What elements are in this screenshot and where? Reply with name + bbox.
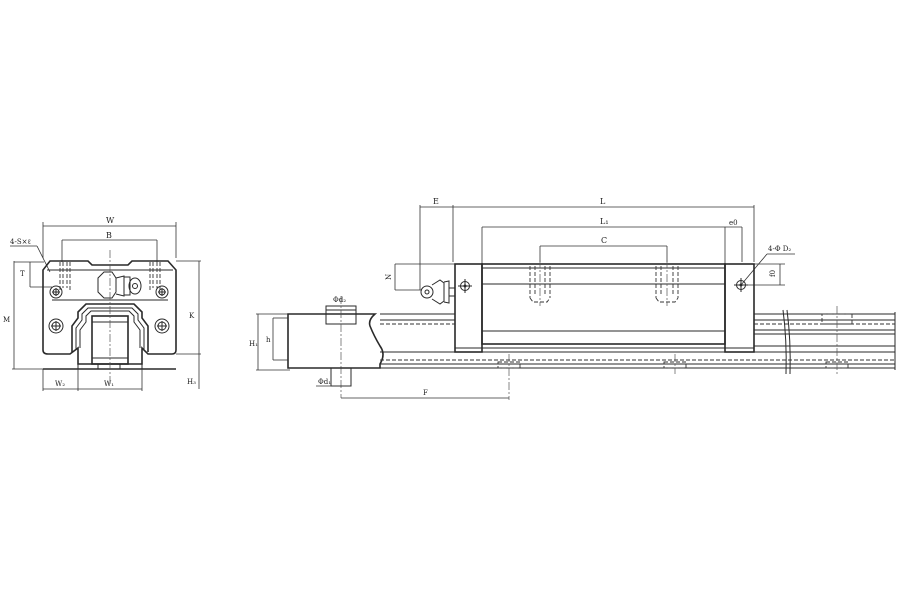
- label-L1: L₁: [600, 217, 609, 226]
- dim-H1-h: H₁ h: [249, 313, 290, 371]
- grease-nipple-side: [420, 279, 455, 305]
- side-view: E L L₁ e0 C: [249, 197, 896, 400]
- screw-icon: [48, 318, 64, 334]
- tapped-hole-left: [59, 262, 71, 290]
- dim-E: E: [419, 197, 453, 290]
- dim-d1: Φd₁: [316, 367, 352, 387]
- label-H1: H₁: [249, 340, 258, 348]
- label-e0: e0: [729, 219, 738, 227]
- rail-hole-bottom: [497, 306, 849, 400]
- target-icon: [734, 278, 748, 292]
- label-S: 4-S×ℓ: [10, 238, 31, 246]
- label-f0: f0: [769, 270, 777, 277]
- label-L: L: [600, 197, 606, 206]
- label-W1: W₁: [104, 380, 114, 388]
- label-C: C: [601, 236, 607, 245]
- label-E: E: [433, 197, 439, 206]
- dim-f0: f0: [725, 263, 785, 286]
- carriage-body: [481, 263, 726, 345]
- grease-nipple-front: [97, 271, 142, 299]
- end-seal-left: [454, 263, 483, 353]
- label-d1: Φd₁: [318, 378, 331, 386]
- target-icon: [458, 279, 472, 293]
- label-F: F: [423, 389, 428, 397]
- dim-e0: e0: [725, 219, 743, 262]
- dim-d2: Φd₂: [325, 296, 357, 398]
- label-W2: W₂: [55, 380, 65, 388]
- dim-N: N: [385, 263, 455, 291]
- dim-W2-W1: W₂ W₁: [42, 369, 143, 391]
- carriage-block-outline: [42, 260, 177, 365]
- tapped-hole-side-2: [655, 260, 679, 306]
- tapped-hole-right: [149, 262, 161, 290]
- dim-W: W: [42, 216, 177, 258]
- dim-S: 4-S×ℓ: [10, 238, 51, 273]
- dim-F: F: [341, 389, 509, 399]
- end-seal-right: [724, 263, 755, 353]
- dim-D2-hole: 4-Φ D₂: [740, 245, 795, 286]
- label-h: h: [266, 336, 271, 344]
- dim-L1: L₁: [481, 217, 726, 264]
- dim-B: B: [61, 231, 158, 262]
- screw-icon: [49, 285, 63, 299]
- label-T: T: [20, 270, 25, 278]
- front-view: W B 4-S×ℓ T M: [3, 216, 201, 391]
- label-D2-hole: 4-Φ D₂: [768, 245, 791, 253]
- dim-L: L: [452, 197, 755, 262]
- dim-T: T: [14, 261, 52, 288]
- label-N: N: [385, 274, 393, 280]
- label-d2: Φd₂: [333, 296, 346, 304]
- screw-icon: [155, 285, 169, 299]
- label-W: W: [106, 216, 115, 225]
- label-B: B: [106, 231, 112, 240]
- dim-M: M: [3, 261, 45, 370]
- dim-K: K H₃: [176, 260, 201, 389]
- label-M: M: [3, 316, 10, 324]
- label-H3: H₃: [187, 378, 196, 386]
- screw-icon: [154, 318, 170, 334]
- dim-C: C: [539, 236, 668, 262]
- label-K: K: [189, 312, 195, 320]
- tapped-hole-side-1: [529, 260, 551, 306]
- rail-side: [287, 309, 896, 375]
